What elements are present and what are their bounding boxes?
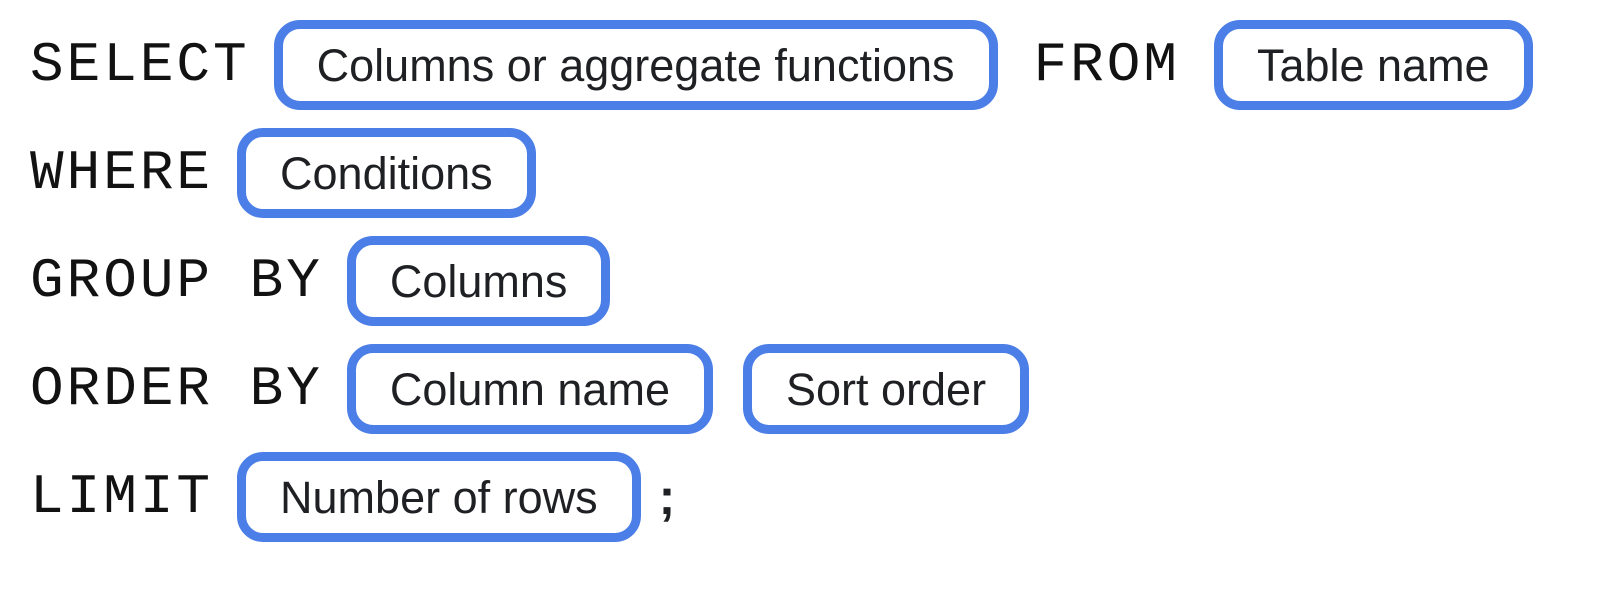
placeholder-table-name: Table name: [1213, 20, 1533, 110]
clause-row-select: SELECT Columns or aggregate functions FR…: [30, 20, 1600, 110]
placeholder-limit-rows: Number of rows: [237, 452, 641, 542]
clause-row-where: WHERE Conditions: [30, 128, 1600, 218]
clause-row-order-by: ORDER BY Column name Sort order: [30, 344, 1600, 434]
clause-row-group-by: GROUP BY Columns: [30, 236, 1600, 326]
keyword-limit: LIMIT: [30, 465, 214, 529]
placeholder-select-columns: Columns or aggregate functions: [273, 20, 998, 110]
keyword-order-by: ORDER BY: [30, 357, 323, 421]
keyword-where: WHERE: [30, 141, 214, 205]
placeholder-order-column-name: Column name: [346, 344, 713, 434]
placeholder-conditions: Conditions: [237, 128, 536, 218]
clause-row-limit: LIMIT Number of rows ;: [30, 452, 1600, 542]
semicolon-text: ;: [658, 469, 676, 525]
keyword-from: FROM: [1033, 33, 1180, 97]
placeholder-sort-order: Sort order: [742, 344, 1030, 434]
keyword-group-by: GROUP BY: [30, 249, 323, 313]
keyword-select: SELECT: [30, 33, 250, 97]
placeholder-group-columns: Columns: [346, 236, 611, 326]
